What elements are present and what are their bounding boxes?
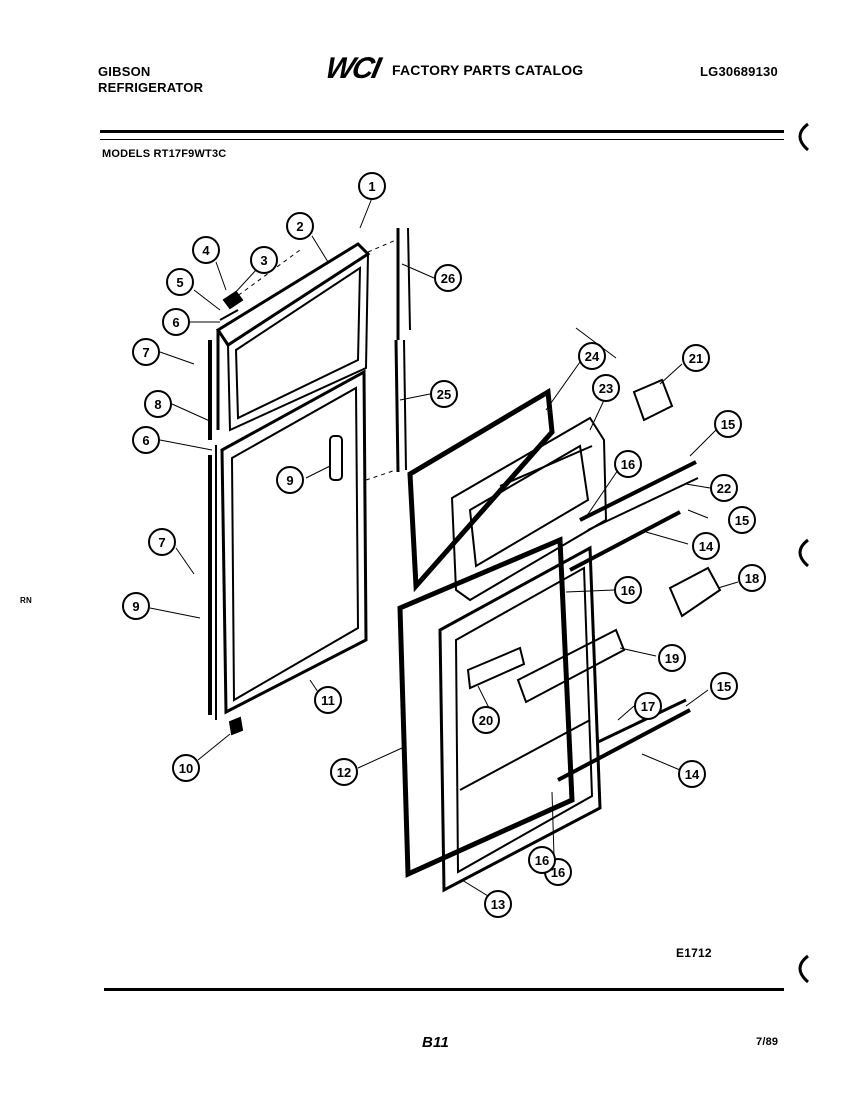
callout-bubble <box>192 236 220 264</box>
brand-name: GIBSON <box>98 64 151 79</box>
catalog-part-number: LG30689130 <box>700 64 778 79</box>
callout-bubble <box>330 758 358 786</box>
callout-number: 17 <box>641 699 655 714</box>
diagram-code: E1712 <box>676 946 712 960</box>
callout-bubble <box>286 212 314 240</box>
callout-number: 16 <box>621 457 635 472</box>
callout-number: 18 <box>745 571 759 586</box>
callout-number: 12 <box>337 765 351 780</box>
callout-number: 25 <box>437 387 451 402</box>
callout-bubble <box>132 338 160 366</box>
page-number: B11 <box>422 1034 450 1051</box>
callout-bubble <box>738 564 766 592</box>
callout-bubble <box>578 342 606 370</box>
callout-number: 16 <box>535 853 549 868</box>
callout-bubble <box>682 344 710 372</box>
callout-number: 20 <box>479 713 493 728</box>
callout-number: 10 <box>179 761 193 776</box>
callout-number: 23 <box>599 381 613 396</box>
callout-number: 15 <box>717 679 731 694</box>
callout-number: 1 <box>368 179 375 194</box>
callout-number: 5 <box>176 275 183 290</box>
callout-bubble <box>472 706 500 734</box>
callout-number: 11 <box>321 693 335 708</box>
footer-rule <box>104 988 784 991</box>
callout-bubble <box>728 506 756 534</box>
callout-bubble <box>434 264 462 292</box>
callout-number: 9 <box>132 599 139 614</box>
callout-bubble <box>634 692 662 720</box>
callout-bubble <box>166 268 194 296</box>
callout-bubble <box>710 672 738 700</box>
callout-bubble <box>276 466 304 494</box>
header-rule-top <box>100 130 784 133</box>
callout-number: 15 <box>735 513 749 528</box>
callout-number: 19 <box>665 651 679 666</box>
callout-bubble <box>430 380 458 408</box>
product-type: REFRIGERATOR <box>98 80 204 95</box>
callout-number: 3 <box>260 253 267 268</box>
callout-number: 16 <box>551 865 565 880</box>
callout-number: 6 <box>142 433 149 448</box>
callout-number: 14 <box>699 539 714 554</box>
callout-number: 14 <box>685 767 700 782</box>
callout-bubble <box>358 172 386 200</box>
callout-bubble <box>314 686 342 714</box>
callout-number: 8 <box>154 397 161 412</box>
header-rule-bottom <box>100 139 784 140</box>
callout-bubble <box>132 426 160 454</box>
callout-bubble <box>714 410 742 438</box>
callout-bubble <box>710 474 738 502</box>
callout-number: 6 <box>172 315 179 330</box>
callout-bubble <box>172 754 200 782</box>
callout-bubble <box>658 644 686 672</box>
callout-number: 13 <box>491 897 505 912</box>
callout-bubble <box>614 450 642 478</box>
callout-bubble <box>484 890 512 918</box>
callout-bubble <box>592 374 620 402</box>
callout-bubble <box>614 576 642 604</box>
callout-number: 2 <box>296 219 303 234</box>
margin-note: RN <box>20 596 32 605</box>
callout-bubble <box>528 846 556 874</box>
callout-number: 22 <box>717 481 731 496</box>
callout-number: 7 <box>142 345 149 360</box>
callout-number: 7 <box>158 535 165 550</box>
callout-number: 4 <box>202 243 210 258</box>
callout-bubble <box>678 760 706 788</box>
catalog-date: 7/89 <box>756 1036 779 1048</box>
callout-number: 26 <box>441 271 455 286</box>
callout-number: 21 <box>689 351 703 366</box>
catalog-title: FACTORY PARTS CATALOG <box>392 62 584 78</box>
callout-bubble <box>148 528 176 556</box>
model-number: MODELS RT17F9WT3C <box>102 148 227 160</box>
callout-bubble <box>250 246 278 274</box>
callout-number: 15 <box>721 417 735 432</box>
callout-number: 9 <box>286 473 293 488</box>
callout-bubble <box>692 532 720 560</box>
callout-bubble <box>162 308 190 336</box>
callout-number: 16 <box>621 583 635 598</box>
callout-bubble <box>122 592 150 620</box>
callout-number: 24 <box>585 349 600 364</box>
callout-bubble <box>144 390 172 418</box>
